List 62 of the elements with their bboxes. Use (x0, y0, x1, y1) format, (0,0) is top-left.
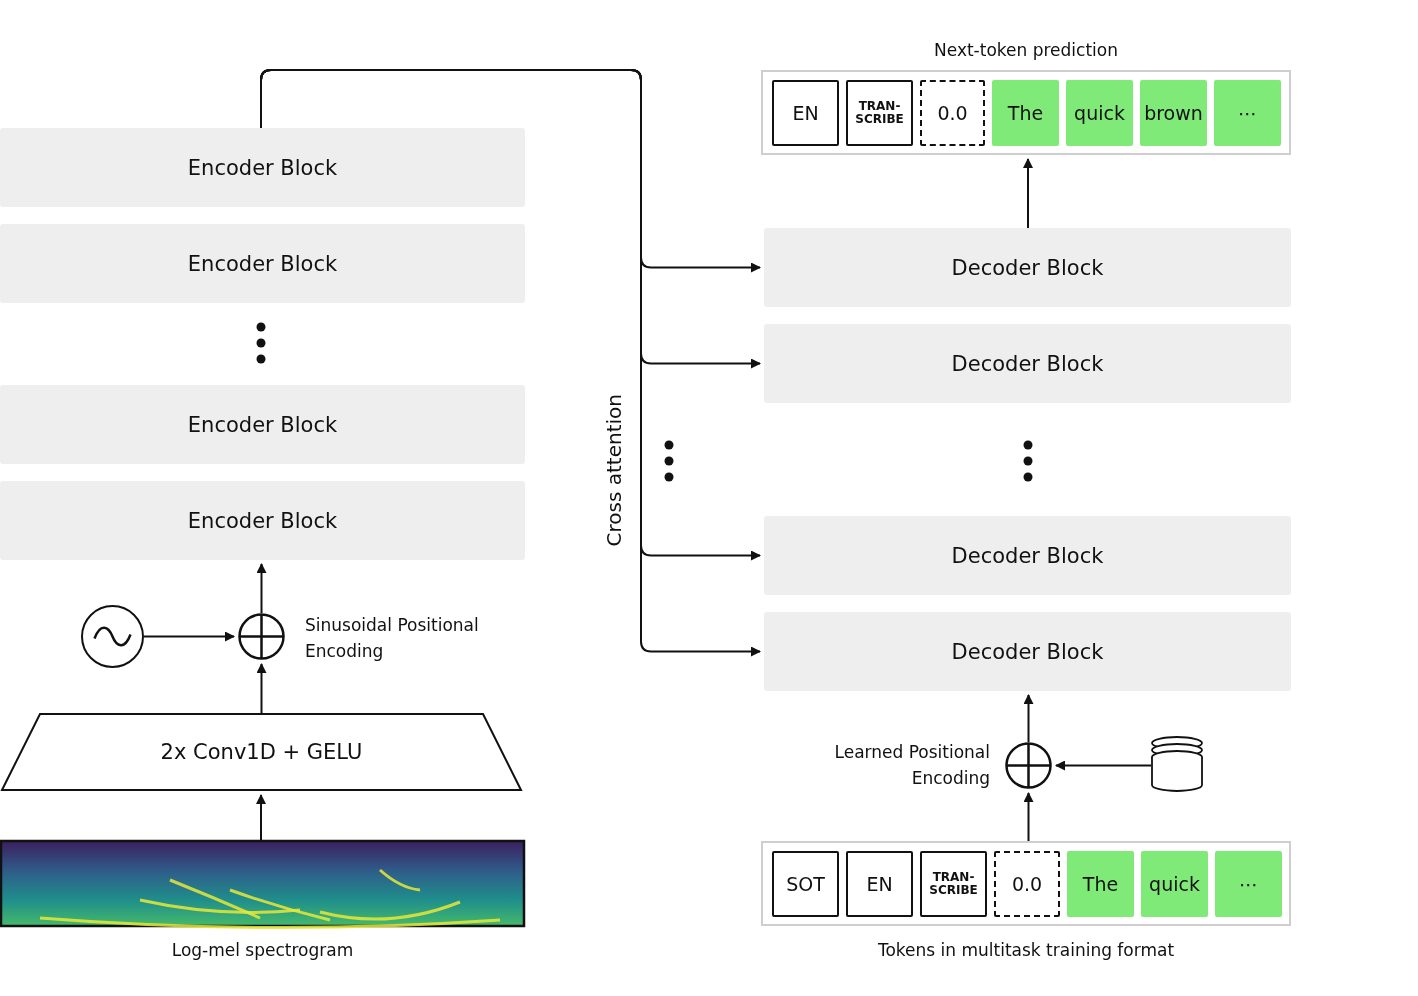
block-label: Decoder Block (951, 255, 1104, 280)
token-label: 0.0 (937, 101, 968, 124)
arrow (260, 69, 761, 657)
block-label: Encoder Block (187, 251, 338, 276)
token-box (920, 850, 987, 917)
token-label: The (1082, 872, 1119, 895)
arrow (256, 563, 267, 614)
token-label: TRAN- SCRIBE (928, 870, 979, 897)
token-sequence-panel (761, 841, 1291, 926)
node-label: Tokens in multitask training format (876, 939, 1176, 962)
token-box (846, 850, 913, 917)
arrow (1023, 158, 1033, 229)
sum-circle (238, 613, 285, 660)
arrow (256, 663, 267, 714)
sine-wave-circle (81, 605, 144, 668)
token-label: The (1007, 101, 1044, 124)
arrow (143, 631, 235, 642)
token-box (994, 850, 1060, 917)
block-label: Encoder Block (187, 412, 338, 437)
token-box (920, 79, 985, 146)
token-box (772, 850, 839, 917)
block-label: Decoder Block (951, 351, 1104, 376)
block-label: Encoder Block (187, 508, 338, 533)
block-box (0, 128, 525, 207)
token-box (772, 79, 839, 146)
token-label: TRAN- SCRIBE (854, 99, 905, 126)
predicted-token-box (1141, 850, 1208, 917)
token-label: SOT (786, 872, 825, 895)
block-label: Decoder Block (951, 543, 1104, 568)
token-label: quick (1074, 101, 1125, 124)
node-label: Log-mel spectrogram (170, 939, 355, 962)
token-label: 0.0 (1011, 872, 1043, 895)
block-label: 2x Conv1D + GELU (160, 740, 363, 764)
predicted-token-box (1066, 79, 1133, 146)
spectrogram-drawing (0, 840, 525, 927)
arrow (256, 794, 266, 841)
node-label: Learned Positional Encoding (833, 741, 990, 790)
predicted-token-box (1140, 79, 1207, 146)
sum-circle (1005, 742, 1052, 789)
block-label: Encoder Block (187, 155, 338, 180)
node-label: Next-token prediction (933, 39, 1119, 62)
token-label: quick (1149, 872, 1200, 895)
arrow (1023, 792, 1034, 842)
token-label: ⋯ (1239, 872, 1258, 895)
token-box (846, 79, 913, 146)
conv-trapezoid (0, 713, 523, 791)
predicted-token-box (1214, 79, 1281, 146)
token-label: ⋯ (1238, 101, 1257, 124)
predicted-token-box (1067, 850, 1134, 917)
predicted-token-box (1215, 850, 1282, 917)
token-label: EN (866, 872, 893, 895)
token-label: EN (792, 101, 819, 124)
predicted-token-box (992, 79, 1059, 146)
arrow (1023, 694, 1034, 743)
node-label: Sinusoidal Positional Encoding (305, 614, 480, 663)
block-box (764, 228, 1291, 307)
token-label: brown (1144, 101, 1203, 124)
cross-attention-label: Cross attention (601, 394, 627, 547)
database-cylinder (1151, 736, 1203, 792)
arrow (1055, 760, 1152, 771)
block-label: Decoder Block (951, 639, 1104, 664)
token-sequence-panel (761, 70, 1291, 155)
